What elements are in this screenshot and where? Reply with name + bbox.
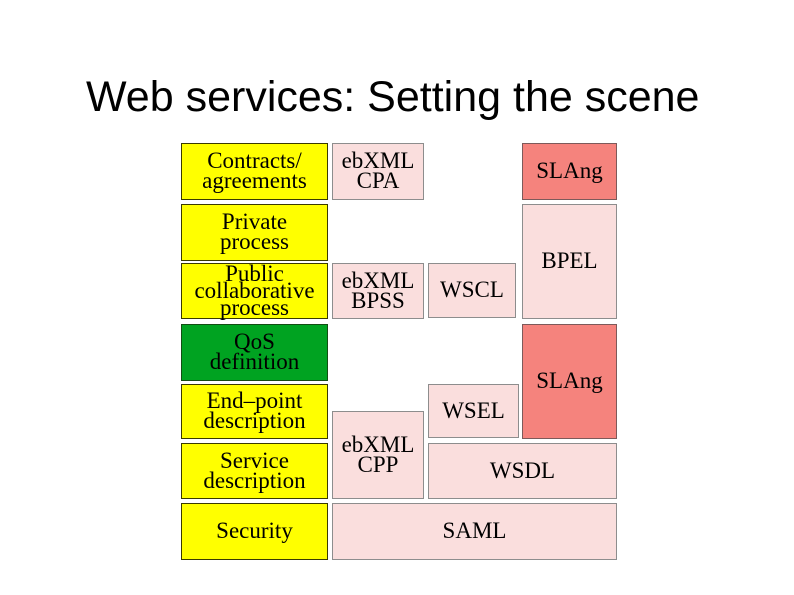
box-contracts-agreements: Contracts/ agreements bbox=[181, 143, 328, 200]
box-label: SLAng bbox=[536, 158, 603, 183]
box-saml: SAML bbox=[332, 503, 617, 560]
box-label: WSEL bbox=[442, 397, 505, 423]
box-ebxml-bpss: ebXML BPSS bbox=[332, 263, 424, 319]
box-qos-definition: QoS definition bbox=[181, 324, 328, 381]
box-label: Private process bbox=[220, 209, 289, 254]
box-label: SAML bbox=[442, 518, 507, 543]
slide-title: Web services: Setting the scene bbox=[86, 73, 700, 121]
box-slang-top: SLAng bbox=[522, 143, 617, 200]
box-label: Contracts/ agreements bbox=[202, 148, 307, 193]
box-ebxml-cpp: ebXML CPP bbox=[332, 411, 424, 499]
box-label: End–point description bbox=[203, 388, 306, 433]
box-label: WSDL bbox=[489, 457, 556, 483]
box-label: ebXML BPSS bbox=[341, 267, 415, 313]
box-label: QoS definition bbox=[209, 329, 300, 374]
box-ebxml-cpa: ebXML CPA bbox=[332, 143, 424, 200]
box-label: BPEL bbox=[541, 248, 598, 273]
box-wsdl: WSDL bbox=[428, 443, 617, 499]
box-security: Security bbox=[181, 503, 328, 560]
box-label: Security bbox=[216, 518, 293, 543]
box-label: Service description bbox=[203, 447, 306, 493]
box-wsel: WSEL bbox=[428, 384, 519, 438]
box-label: WSCL bbox=[440, 277, 504, 302]
box-label: SLAng bbox=[536, 368, 603, 393]
box-wscl: WSCL bbox=[428, 263, 516, 318]
box-private-process: Private process bbox=[181, 204, 328, 261]
box-label: Public collaborative process bbox=[194, 261, 315, 320]
box-label: ebXML CPP bbox=[341, 431, 415, 477]
box-service-description: Service description bbox=[181, 443, 328, 499]
box-bpel: BPEL bbox=[522, 204, 617, 319]
box-slang-middle: SLAng bbox=[522, 324, 617, 439]
box-label: ebXML CPA bbox=[341, 148, 415, 193]
box-endpoint-description: End–point description bbox=[181, 384, 328, 439]
box-public-collaborative-process: Public collaborative process bbox=[181, 261, 328, 320]
